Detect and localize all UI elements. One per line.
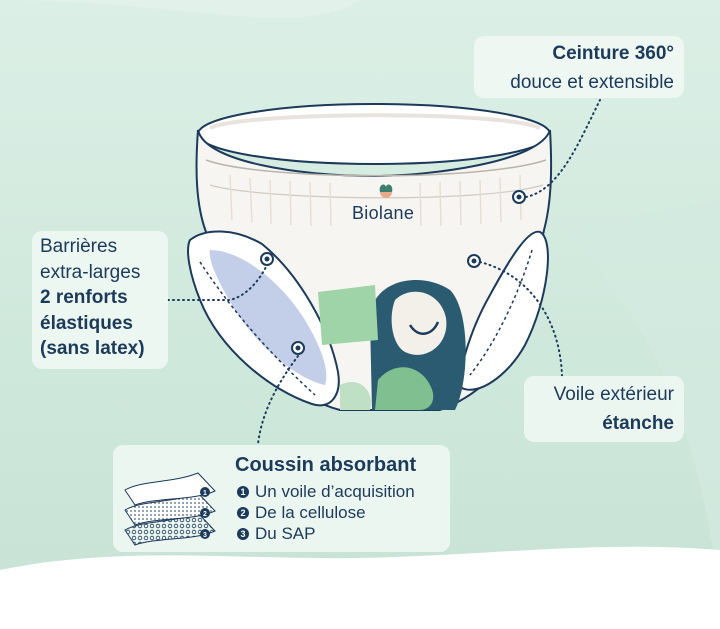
list-item: 3 Du SAP	[237, 523, 415, 544]
barriers-line3: 2 renforts	[40, 287, 128, 308]
barriers-line5: (sans latex)	[40, 338, 145, 359]
layer-number: 1	[237, 485, 249, 498]
layer-label: De la cellulose	[255, 503, 366, 522]
belt-title: Ceinture 360°	[552, 43, 674, 64]
barriers-line2: extra-larges	[40, 261, 141, 283]
layer-number: 3	[237, 527, 249, 540]
callout-pad: 1 2 3 Coussin absorbant 1 Un voile d’acq…	[113, 445, 450, 552]
svg-text:2: 2	[203, 511, 207, 518]
svg-text:3: 3	[203, 532, 207, 539]
svg-text:1: 1	[203, 490, 207, 497]
brand-name: Biolane	[352, 203, 415, 223]
belt-subtitle: douce et extensible	[510, 72, 674, 93]
callout-barriers: Barrières extra-larges 2 renforts élasti…	[32, 231, 168, 369]
veil-line2: étanche	[602, 413, 674, 434]
leader-lines	[167, 99, 601, 445]
callout-veil: Voile extérieur étanche	[524, 376, 684, 442]
bg-leaf	[560, 200, 720, 600]
list-item: 1 Un voile d’acquisition	[237, 481, 415, 502]
pad-layer-list: 1 Un voile d’acquisition 2 De la cellulo…	[237, 481, 415, 544]
barriers-line4: élastiques	[40, 312, 133, 334]
layer-label: Un voile d’acquisition	[255, 482, 415, 501]
callout-belt: Ceinture 360° douce et extensible	[474, 36, 684, 98]
pad-title: Coussin absorbant	[235, 454, 417, 476]
layer-label: Du SAP	[255, 524, 316, 543]
biolane-logo-mark	[379, 184, 393, 198]
bg-swirl	[0, 0, 360, 18]
layer-number: 2	[237, 506, 249, 519]
veil-line1: Voile extérieur	[553, 384, 674, 405]
list-item: 2 De la cellulose	[237, 502, 415, 523]
bottom-wave	[0, 546, 720, 629]
absorbent-layers-icon: 1 2 3	[124, 472, 216, 546]
barriers-line1: Barrières	[40, 236, 118, 257]
diaper-illustration	[187, 103, 553, 411]
